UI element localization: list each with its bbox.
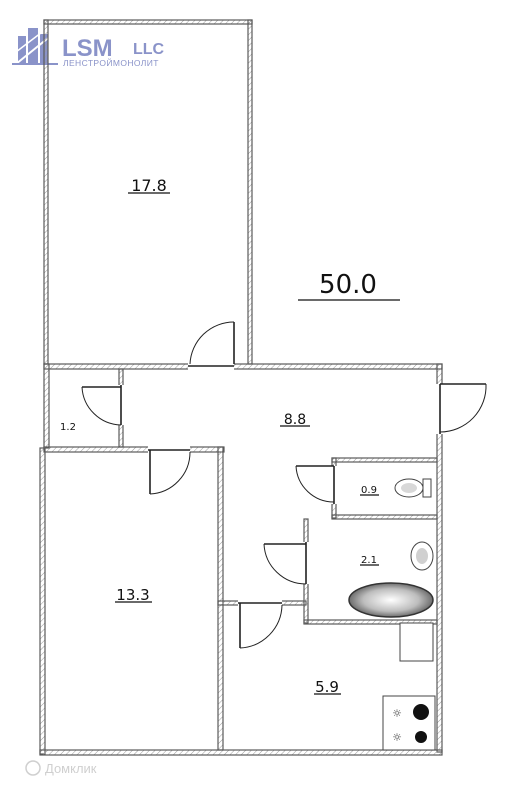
fridge-icon	[399, 622, 434, 662]
closet-area: 1.2	[60, 422, 76, 433]
svg-text:☼: ☼	[392, 731, 402, 744]
kitchen-area: 5.9	[315, 678, 339, 696]
door-bottom-room	[148, 445, 191, 495]
company-logo: LSM LLC ЛЕНСТРОЙМОНОЛИТ	[12, 25, 165, 68]
door-top-room	[188, 321, 235, 370]
door-kitchen	[238, 599, 283, 649]
door-toilet	[295, 465, 338, 504]
bath-area: 2.1	[361, 555, 377, 566]
total-area-label: 50.0	[319, 270, 377, 300]
toilet-icon	[394, 478, 432, 498]
logo-tagline: ЛЕНСТРОЙМОНОЛИТ	[63, 57, 159, 68]
logo-brand: LSM	[62, 35, 113, 62]
hall-area: 8.8	[284, 412, 306, 428]
stove-icon: ☼ ☼	[382, 695, 436, 751]
doors	[81, 321, 487, 649]
bathtub-icon	[348, 582, 434, 618]
walls	[39, 19, 443, 756]
door-bath	[263, 542, 310, 585]
building-icon	[12, 25, 59, 65]
door-entrance	[435, 383, 487, 434]
logo-suffix: LLC	[133, 41, 165, 58]
room-bottom-area: 13.3	[116, 586, 149, 604]
door-closet	[81, 385, 125, 426]
room-top-area: 17.8	[131, 176, 167, 195]
watermark: Домклик	[25, 760, 97, 776]
toilet-area: 0.9	[361, 485, 377, 496]
watermark-text: Домклик	[45, 761, 97, 776]
svg-text:☼: ☼	[392, 707, 402, 720]
sink-icon	[410, 541, 434, 571]
